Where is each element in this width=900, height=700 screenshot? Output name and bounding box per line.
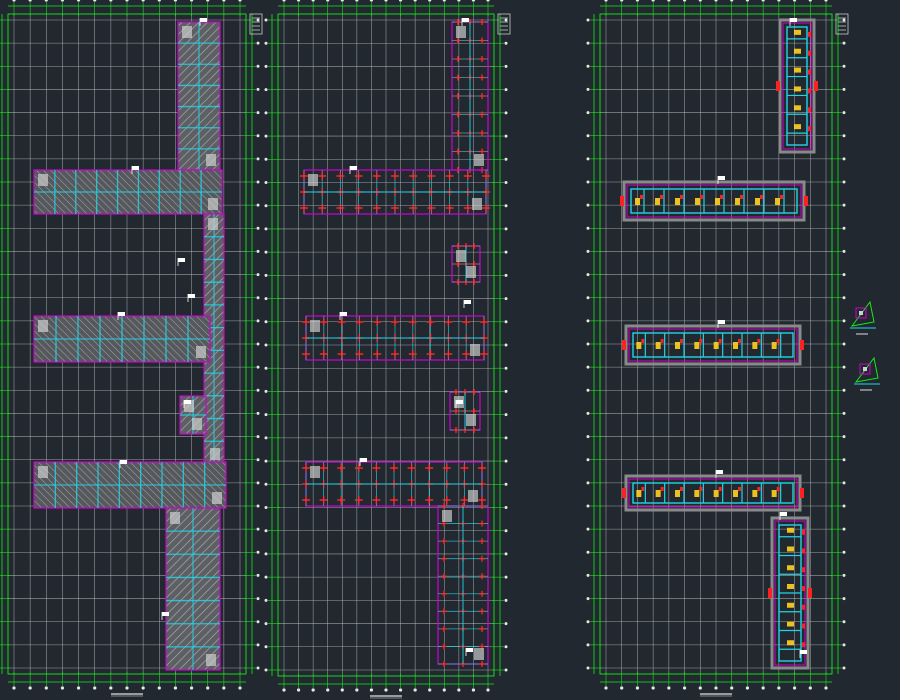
sheet-1-legend-block: [249, 13, 263, 35]
sheet-2-dimension-axes: [264, 0, 508, 692]
sheet-3-annotation-flags: [715, 18, 807, 658]
sheet-2-annotation-flags: [339, 18, 473, 656]
sheet-3-dimension-axes: [586, 0, 846, 690]
sheet-2-building-wings: [300, 19, 490, 667]
sheet-3: [586, 0, 849, 697]
sheets-layer: [0, 0, 880, 699]
sheet-1-building-wings: [33, 21, 227, 671]
section-details: [850, 300, 880, 391]
sheet-2-axis-grid: [278, 14, 494, 676]
sheet-3-building-wings: [620, 18, 818, 670]
section-detail-icon-2: [854, 356, 880, 391]
sheet-3-legend-block: [835, 13, 849, 35]
sheet-1: [0, 0, 263, 697]
sheet-1-annotation-flags: [117, 18, 207, 620]
section-detail-icon-1: [850, 300, 876, 335]
sheet-1-dimension-axes: [0, 0, 260, 690]
sheet-2: [264, 0, 511, 699]
sheet-2-legend-block: [497, 13, 511, 35]
